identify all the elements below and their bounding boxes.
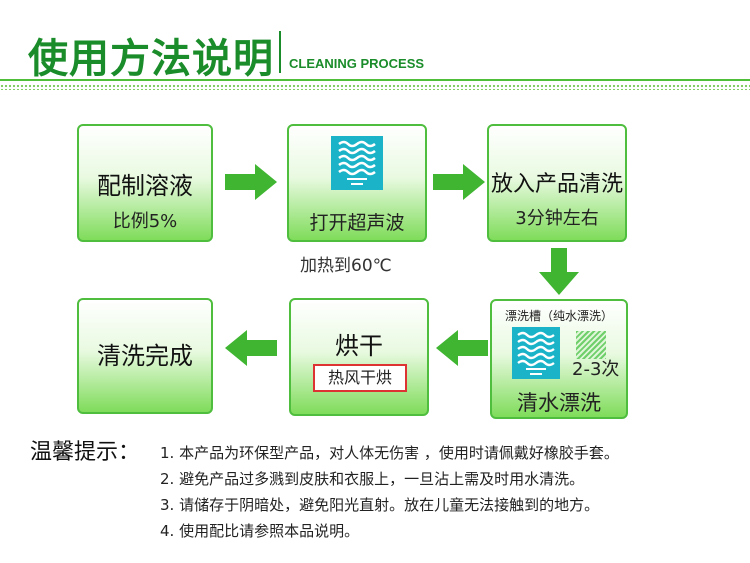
step-ultrasonic-title: 打开超声波: [309, 212, 405, 234]
step-prepare-title: 配制溶液: [97, 172, 193, 200]
arrow-down: [539, 248, 579, 295]
step-wash-title: 放入产品清洗: [490, 172, 623, 197]
tip-item-2: 2. 避免产品过多溅到皮肤和衣服上，一旦沾上需及时用水清洗。: [160, 470, 585, 488]
steam-wave-icon: [512, 327, 560, 379]
arrow-left-2: [225, 330, 277, 366]
tip-item-3: 3. 请储存于阴暗处，避免阳光直射。放在儿童无法接触到的地方。: [160, 496, 600, 514]
header: 使用方法说明 CLEANING PROCESS: [0, 0, 750, 92]
title-divider: [279, 31, 281, 73]
header-rule: [0, 79, 750, 81]
step-ultrasonic: 打开超声波: [287, 124, 427, 242]
step-dry: 烘干 热风干烘: [289, 298, 429, 416]
step-ultrasonic-note: 加热到60℃: [300, 256, 392, 276]
step-wash: 放入产品清洗 3分钟左右: [487, 124, 627, 242]
step-rinse-top: 漂洗槽（纯水漂洗）: [504, 309, 613, 323]
steam-wave-icon: [331, 136, 383, 190]
step-dry-tag: 热风干烘: [313, 364, 407, 392]
step-dry-title: 烘干: [335, 332, 383, 360]
step-wash-sub: 3分钟左右: [515, 208, 599, 229]
hatch-icon: [576, 331, 606, 359]
step-prepare-sub: 比例5%: [112, 211, 178, 232]
tip-item-1: 1. 本产品为环保型产品，对人体无伤害 ，使用时请佩戴好橡胶手套。: [160, 444, 619, 462]
arrow-right-1: [225, 164, 277, 200]
arrow-left-1: [436, 330, 488, 366]
tips-label: 温馨提示：: [30, 440, 141, 465]
step-done: 清洗完成: [77, 298, 213, 414]
header-dots: [0, 84, 750, 90]
page-subtitle: CLEANING PROCESS: [289, 56, 425, 71]
step-rinse: 漂洗槽（纯水漂洗） 2-3次 清水漂洗: [490, 299, 628, 419]
arrow-right-2: [433, 164, 485, 200]
page-title: 使用方法说明: [28, 36, 274, 82]
step-prepare: 配制溶液 比例5%: [77, 124, 213, 242]
step-done-title: 清洗完成: [97, 342, 193, 370]
step-rinse-times: 2-3次: [572, 359, 620, 380]
step-rinse-title: 清水漂洗: [517, 391, 601, 415]
tip-item-4: 4. 使用配比请参照本品说明。: [160, 522, 360, 540]
